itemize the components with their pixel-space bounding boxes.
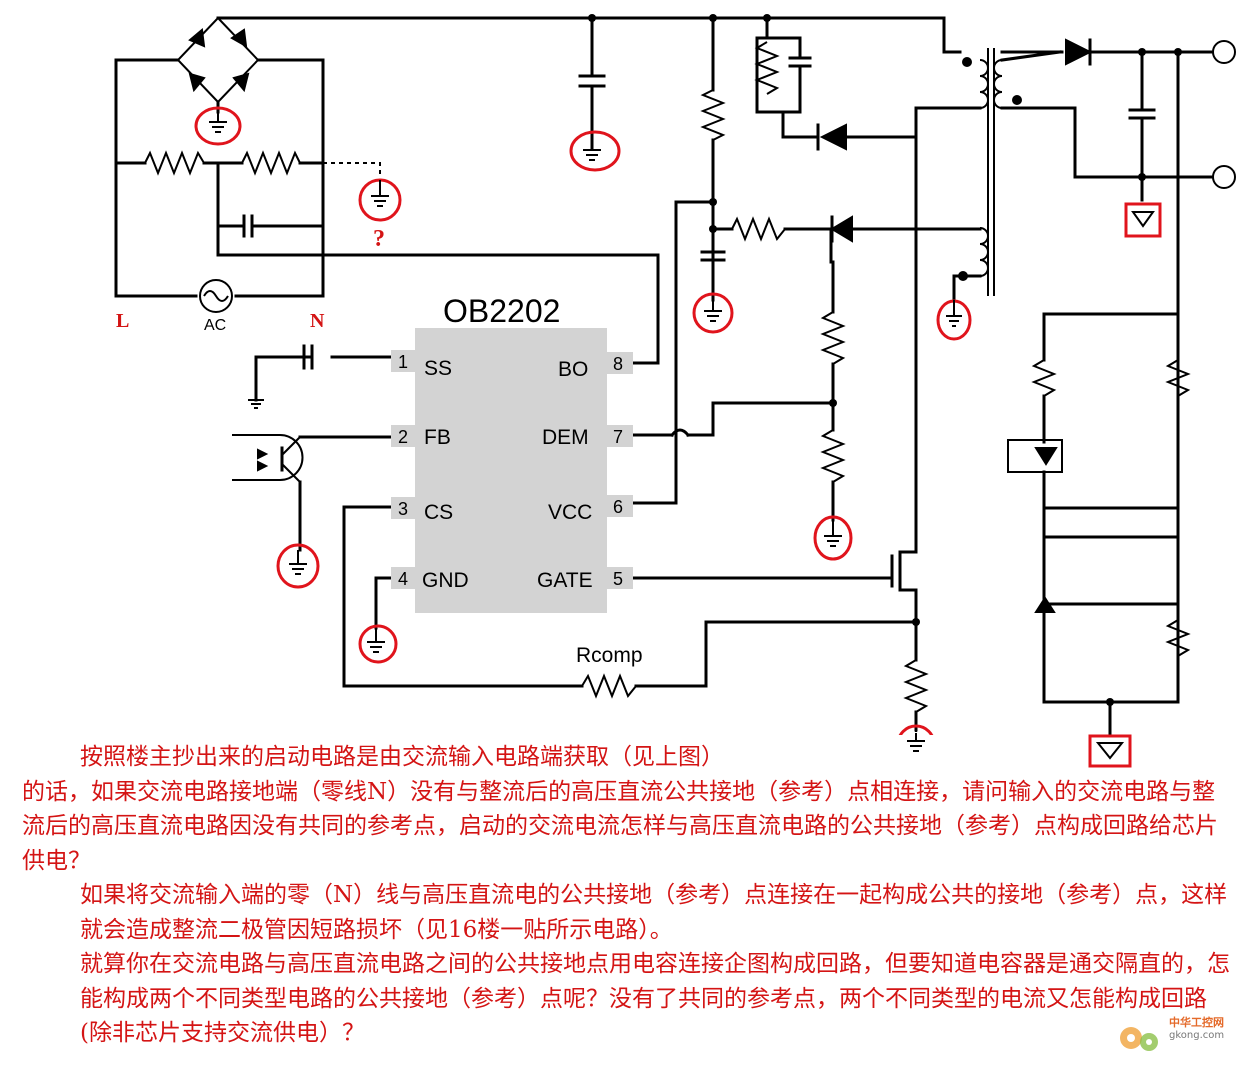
ac-label: AC <box>204 317 226 334</box>
pin-1-number: 1 <box>398 352 408 372</box>
paragraph-3: 如果将交流输入端的零（N）线与高压直流电的公共接地（参考）点连接在一起构成公共的… <box>80 882 1228 943</box>
pin-7-number: 7 <box>613 427 623 447</box>
ground-icon-circled <box>813 515 853 561</box>
watermark-title: 中华工控网 <box>1169 1016 1224 1029</box>
ground-icon-circled <box>358 624 398 664</box>
ground-icon-circled <box>276 543 320 589</box>
gear-icon <box>1120 1027 1158 1051</box>
annotation-text: 按照楼主抄出来的启动电路是由交流输入电路端获取（见上图） 的话，如果交流电路接地… <box>22 740 1237 1051</box>
input-capacitor <box>578 16 606 150</box>
pin-6-number: 6 <box>613 497 623 517</box>
pin-2-label: FB <box>424 426 451 449</box>
startup-resistor <box>631 16 982 505</box>
circuit-schematic: OB2202 1 SS 2 FB 3 CS 4 GND 8 BO 7 DEM 6… <box>114 14 1236 735</box>
transformer <box>914 48 1062 532</box>
dem-divider <box>631 227 918 522</box>
paragraph-1: 按照楼主抄出来的启动电路是由交流输入电路端获取（见上图） <box>80 744 724 770</box>
pin-2-number: 2 <box>398 427 408 447</box>
snubber-network <box>754 16 918 151</box>
top-rail <box>216 14 962 54</box>
mosfet <box>631 528 929 732</box>
ground-icon <box>907 733 925 752</box>
chip-ob2202: OB2202 1 SS 2 FB 3 CS 4 GND 8 BO 7 DEM 6… <box>391 293 633 613</box>
watermark: 中华工控网 gkong.com <box>1115 1012 1245 1062</box>
pin-8-label: BO <box>558 358 588 381</box>
pin-8-number: 8 <box>613 354 623 374</box>
secondary-ground-icon <box>1124 202 1162 238</box>
chip-name: OB2202 <box>443 293 560 329</box>
watermark-url: gkong.com <box>1169 1030 1225 1041</box>
bridge-rectifier <box>176 16 260 104</box>
ground-icon <box>248 399 264 409</box>
pin-3-label: CS <box>424 501 453 524</box>
pin-4-number: 4 <box>398 569 408 589</box>
pin-5-label: GATE <box>537 569 593 592</box>
paragraph-4: 就算你在交流电路与高压直流电路之间的公共接地点用电容连接企图构成回路，但要知道电… <box>80 951 1230 1046</box>
optocoupler-transistor <box>232 434 393 552</box>
ground-icon-circled <box>898 724 934 735</box>
ground-icon-circled <box>358 178 402 222</box>
ground-symbols <box>194 106 1162 735</box>
line-label: L <box>116 310 129 332</box>
ground-icon-circled <box>569 130 621 172</box>
pin-4-label: GND <box>422 569 469 592</box>
paragraph-2: 的话，如果交流电路接地端（零线N）没有与整流后的高压直流公共接地（参考）点相连接… <box>22 778 1218 874</box>
question-mark: ? <box>373 226 385 252</box>
pin-3-number: 3 <box>398 499 408 519</box>
pin-1-label: SS <box>424 357 452 380</box>
gnd-pin-wire <box>374 576 393 630</box>
pin-6-label: VCC <box>548 501 592 524</box>
neutral-label: N <box>310 310 325 332</box>
pin-5-number: 5 <box>613 569 623 589</box>
output-section <box>1000 38 1236 735</box>
ground-icon-circled <box>194 106 242 146</box>
ground-icon-circled <box>692 292 734 334</box>
ground-icon-circled <box>936 299 972 341</box>
ss-capacitor <box>254 344 393 402</box>
pin-7-label: DEM <box>542 426 589 449</box>
current-sense <box>342 505 918 699</box>
ac-input-section <box>114 58 660 365</box>
secondary-ground-icon-bottom <box>1088 730 1132 768</box>
rcomp-label: Rcomp <box>576 644 643 667</box>
